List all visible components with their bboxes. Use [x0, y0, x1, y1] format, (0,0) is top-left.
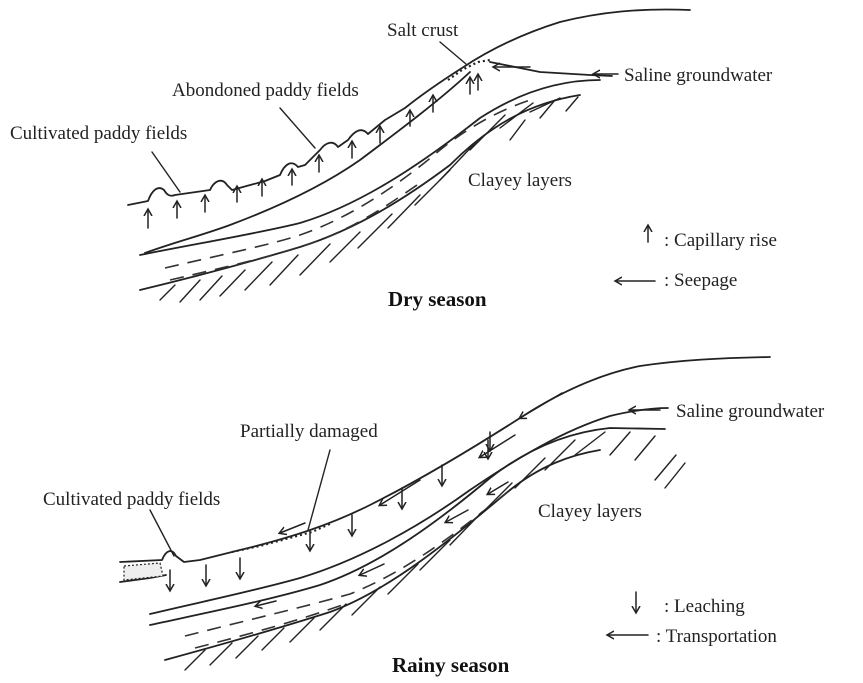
rainy-groundwater-label: Saline groundwater	[676, 401, 825, 422]
rainy-cultivated-label: Cultivated paddy fields	[43, 489, 220, 510]
transportation-legend-label: : Transportation	[656, 626, 777, 647]
rainy-dash-1	[185, 490, 510, 636]
capillary-legend-label: : Capillary rise	[664, 230, 777, 251]
dry-season-title: Dry season	[388, 287, 487, 311]
dry-cultivated-leader	[152, 152, 180, 192]
dry-abandoned-leader	[280, 108, 315, 148]
rainy-partially-damaged-label: Partially damaged	[240, 421, 378, 442]
dry-salt-crust-label: Salt crust	[387, 20, 459, 41]
rainy-surface-transport-arrows	[280, 393, 562, 533]
rainy-season-title: Rainy season	[392, 653, 510, 677]
dry-season-panel: Salt crust Abondoned paddy fields Cultiv…	[10, 10, 777, 312]
rainy-cultivated-leader	[150, 510, 174, 556]
dry-clay-top	[140, 80, 600, 255]
rainy-leaching-arrows	[170, 432, 490, 590]
rainy-clayey-label: Clayey layers	[538, 501, 642, 522]
dry-clay-hatching	[160, 97, 578, 302]
leaching-legend-label: : Leaching	[664, 596, 745, 617]
rainy-season-panel: Partially damaged Cultivated paddy field…	[43, 357, 825, 677]
dry-abandoned-label: Abondoned paddy fields	[172, 80, 359, 101]
seepage-legend-label: : Seepage	[664, 270, 737, 291]
dry-salt-crust-leader	[440, 42, 466, 64]
dry-clayey-label: Clayey layers	[468, 170, 572, 191]
dry-clay-bottom	[140, 95, 580, 290]
rainy-clay-bottom	[165, 450, 600, 660]
dry-groundwater-label: Saline groundwater	[624, 65, 773, 86]
rainy-partially-damaged-leader	[308, 450, 330, 530]
dry-cultivated-label: Cultivated paddy fields	[10, 123, 187, 144]
